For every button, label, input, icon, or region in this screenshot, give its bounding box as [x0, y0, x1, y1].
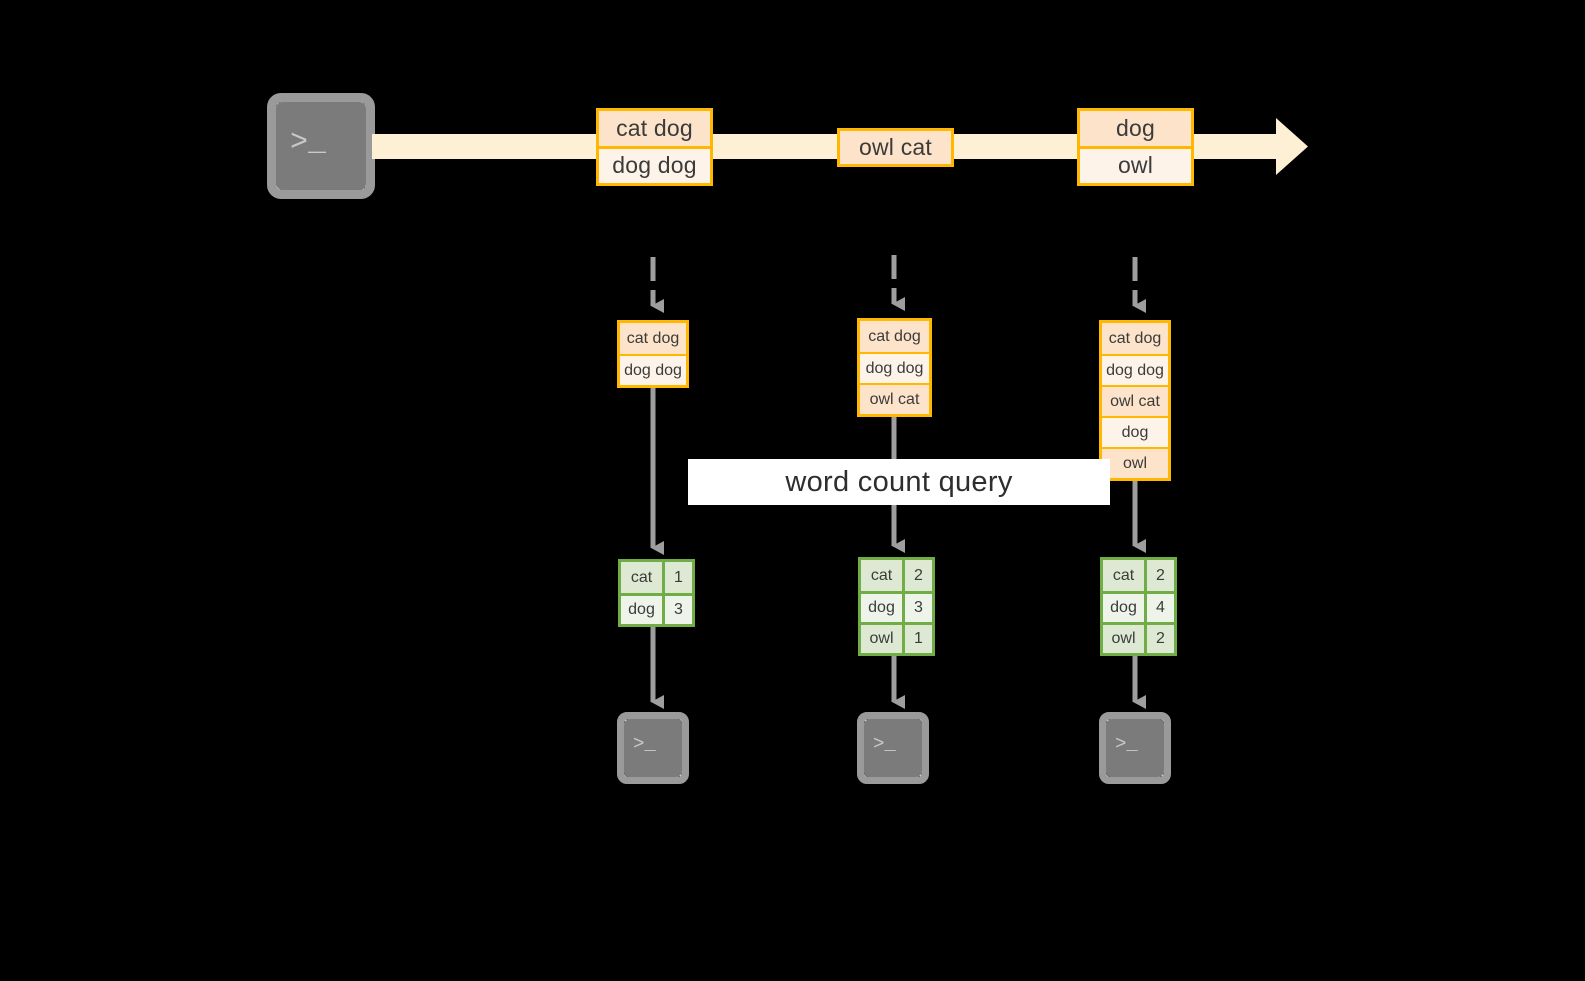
result-table-1: cat 1 dog 3 [618, 559, 695, 627]
right-arrow-icon [1238, 118, 1308, 175]
word-cell: dog [621, 596, 665, 624]
query-label-text: word count query [785, 465, 1013, 498]
count-cell: 2 [1147, 625, 1174, 653]
stream-line: cat dog [599, 111, 710, 146]
terminal-icon-sink-1: >_ [617, 712, 689, 784]
terminal-body [624, 719, 682, 777]
accumulated-logs-2: cat dog dog dog owl cat [857, 318, 932, 417]
word-cell: cat [621, 562, 665, 593]
terminal-prompt-glyph: >_ [290, 126, 327, 160]
result-table-3: cat 2 dog 4 owl 2 [1100, 557, 1177, 656]
log-line: owl [1102, 447, 1168, 478]
stream-line: dog dog [599, 145, 710, 183]
log-line: dog dog [620, 354, 686, 385]
table-row: dog 3 [861, 591, 932, 622]
stream-line: owl [1080, 145, 1191, 183]
table-row: cat 1 [621, 562, 692, 593]
terminal-body [276, 102, 366, 190]
stream-batch-1: cat dog dog dog [596, 108, 713, 186]
terminal-prompt-glyph: >_ [873, 733, 896, 755]
word-cell: dog [861, 594, 905, 622]
log-line: owl cat [860, 383, 929, 414]
terminal-icon-sink-3: >_ [1099, 712, 1171, 784]
table-row: cat 2 [861, 560, 932, 591]
stream-line: dog [1080, 111, 1191, 146]
table-row: owl 2 [1103, 622, 1174, 653]
terminal-icon-source: >_ [267, 93, 375, 199]
query-label: word count query [688, 459, 1110, 505]
accumulated-logs-1: cat dog dog dog [617, 320, 689, 388]
terminal-prompt-glyph: >_ [1115, 733, 1138, 755]
log-line: owl cat [1102, 385, 1168, 416]
stream-batch-2: owl cat [837, 128, 954, 167]
result-table-2: cat 2 dog 3 owl 1 [858, 557, 935, 656]
stream-batch-3: dog owl [1077, 108, 1194, 186]
count-cell: 3 [905, 594, 932, 622]
stream-line: owl cat [840, 131, 951, 164]
count-cell: 2 [1147, 560, 1174, 591]
log-line: dog dog [860, 352, 929, 383]
count-cell: 1 [665, 562, 692, 593]
accumulated-logs-3: cat dog dog dog owl cat dog owl [1099, 320, 1171, 481]
count-cell: 2 [905, 560, 932, 591]
log-line: cat dog [1102, 323, 1168, 354]
log-line: dog [1102, 416, 1168, 447]
terminal-icon-sink-2: >_ [857, 712, 929, 784]
word-cell: owl [1103, 625, 1147, 653]
log-line: dog dog [1102, 354, 1168, 385]
terminal-body [1106, 719, 1164, 777]
table-row: owl 1 [861, 622, 932, 653]
word-cell: owl [861, 625, 905, 653]
word-cell: cat [1103, 560, 1147, 591]
word-cell: cat [861, 560, 905, 591]
count-cell: 1 [905, 625, 932, 653]
table-row: dog 4 [1103, 591, 1174, 622]
terminal-prompt-glyph: >_ [633, 733, 656, 755]
count-cell: 4 [1147, 594, 1174, 622]
table-row: cat 2 [1103, 560, 1174, 591]
log-line: cat dog [860, 321, 929, 352]
terminal-body [864, 719, 922, 777]
word-cell: dog [1103, 594, 1147, 622]
count-cell: 3 [665, 596, 692, 624]
log-line: cat dog [620, 323, 686, 354]
table-row: dog 3 [621, 593, 692, 624]
